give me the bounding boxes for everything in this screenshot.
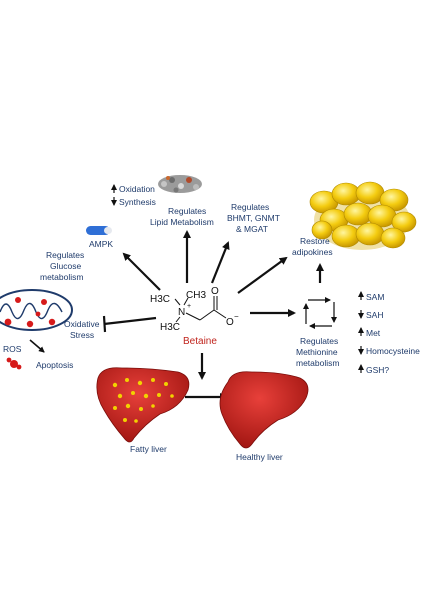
oxygen-double: O: [211, 286, 219, 297]
marker-met: Met: [366, 328, 381, 338]
inhibition-bar: [102, 315, 107, 333]
betaine-molecule: CH3 H3C H3C N + O O −: [150, 286, 239, 333]
marker-gsh: GSH?: [366, 365, 389, 375]
methyl-left: H3C: [150, 294, 170, 305]
fatty-liver-icon: [96, 367, 190, 443]
methionine-l2: Methionine: [296, 347, 338, 357]
oxidative-l1: Oxidative: [64, 319, 100, 329]
bond-n-left: [174, 298, 181, 306]
arrow-to-adipokines: [237, 256, 288, 294]
ampk-label: AMPK: [89, 239, 113, 249]
inhibition-arrow: [102, 315, 157, 333]
ros-particle-icon: [10, 360, 18, 368]
bond-n-bottom: [175, 316, 181, 323]
ampk-section: AMPK: [86, 226, 113, 249]
synthesis-label: Synthesis: [119, 197, 156, 207]
apoptosis-label: Apoptosis: [36, 360, 73, 370]
bond-c-c: [199, 309, 215, 321]
oxidative-section: Oxidative Stress: [64, 319, 100, 340]
oxygen-charge: −: [234, 312, 239, 321]
methionine-l3: metabolism: [296, 358, 339, 368]
betaine-label: Betaine: [183, 336, 217, 347]
arrow-to-glucose: [122, 252, 161, 291]
methionine-l1: Regulates: [300, 336, 338, 346]
methionine-cycle-icon: [303, 297, 337, 329]
bond-c-o-single: [213, 309, 227, 319]
lipid-metabolism: Lipid Metabolism: [150, 217, 214, 227]
adipokines-l2: adipokines: [292, 247, 333, 257]
oxygen-single: O: [226, 317, 234, 328]
arrow-to-enzymes: [210, 241, 230, 284]
adipokines-l1: Restore: [300, 236, 330, 246]
methionine-markers: SAM SAH Met Homocysteine GSH?: [358, 291, 420, 375]
methyl-bottom: H3C: [160, 322, 180, 333]
methionine-section: Regulates Methionine metabolism: [296, 336, 339, 368]
ros-section: ROS Apoptosis: [3, 339, 73, 370]
nitrogen-atom: N: [178, 307, 185, 318]
oxidation-label: Oxidation: [119, 184, 155, 194]
fatty-liver-label: Fatty liver: [130, 444, 167, 454]
lipid-section: Oxidation Synthesis Regulates Lipid Meta…: [111, 175, 214, 227]
mitochondrion-icon: [0, 289, 73, 331]
bond-n-top: [183, 297, 189, 306]
healthy-liver-icon: [219, 371, 309, 449]
bond-n-c: [185, 312, 201, 321]
enzymes-l3: & MGAT: [236, 224, 268, 234]
adipokines-section: Restore adipokines: [292, 236, 333, 257]
inhibition-line: [103, 316, 157, 326]
healthy-liver-label: Healthy liver: [236, 452, 283, 462]
central-arrows: [122, 230, 324, 401]
ros-label: ROS: [3, 344, 22, 354]
enzymes-l1: Regulates: [231, 202, 269, 212]
marker-sam: SAM: [366, 292, 384, 302]
glucose-section: Regulates Glucose metabolism: [40, 250, 84, 282]
glucose-l2: Glucose: [50, 261, 81, 271]
enzymes-l2: BHMT, GNMT: [227, 213, 280, 223]
enzymes-section: Regulates BHMT, GNMT & MGAT: [227, 202, 280, 234]
arrow-to-apoptosis: [29, 339, 45, 353]
nitrogen-charge: +: [187, 303, 191, 310]
marker-homocysteine: Homocysteine: [366, 346, 420, 356]
glucose-l3: metabolism: [40, 272, 83, 282]
ampk-icon: [86, 226, 110, 235]
oxidative-l2: Stress: [70, 330, 94, 340]
lipid-regulates: Regulates: [168, 206, 206, 216]
lipid-molecule-icon: [158, 175, 202, 193]
adipocytes-icon: [309, 181, 417, 250]
glucose-l1: Regulates: [46, 250, 84, 260]
methyl-top: CH3: [186, 290, 206, 301]
marker-sah: SAH: [366, 310, 383, 320]
